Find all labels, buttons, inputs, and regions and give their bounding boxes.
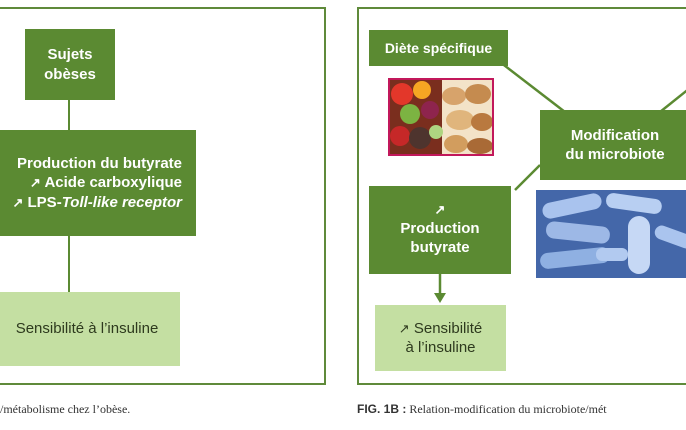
carboxylic-acid-text: Acide carboxylique (44, 174, 182, 192)
insulin-right-line1: ↗ Sensibilité (399, 319, 482, 339)
connector-obese-to-butyrate (68, 99, 70, 131)
lps-prefix-text: LPS- (27, 193, 62, 211)
specific-diet-text: Diète spécifique (384, 39, 493, 56)
butyrate-right-line2: butyrate (410, 239, 470, 257)
bacteria-image (536, 190, 686, 278)
increase-arrow-icon: ↗ (398, 320, 410, 336)
connector-microbiote-to-butyrate (514, 164, 541, 191)
butyrate-production-box-right: ↗ Production butyrate (369, 186, 511, 274)
microbiote-line1: Modification (570, 126, 660, 144)
obese-subjects-line2: obèses (44, 65, 96, 83)
food-photo-icon (390, 80, 492, 154)
connector-microbiote-offscreen (659, 89, 686, 113)
obese-subjects-line1: Sujets (47, 46, 93, 63)
insulin-sensitivity-text-left: Sensibilité à l’insuline (15, 320, 159, 338)
butyrate-line3: ↗ LPS-Toll-like receptor (12, 193, 182, 213)
figure-label: FIG. 1B : (357, 402, 407, 416)
microbiote-modification-box: Modification du microbiote (540, 110, 686, 180)
microbiote-line2: du microbiote (565, 146, 665, 163)
insulin-right-line2: à l’insuline (405, 339, 476, 356)
arrowhead-down-icon (434, 293, 446, 303)
insulin-sensitivity-box-left: Sensibilité à l’insuline (0, 292, 180, 366)
increase-arrow-icon: ↗ (12, 194, 24, 210)
toll-like-receptor-text: Toll-like receptor (61, 193, 182, 211)
butyrate-line1: Production du butyrate (17, 154, 182, 172)
connector-butyrate-to-insulin (68, 235, 70, 293)
insulin-sensitivity-box-right: ↗ Sensibilité à l’insuline (375, 305, 506, 371)
right-caption-text: Relation-modification du microbiote/mét (406, 402, 607, 416)
butyrate-line2: ↗ Acide carboxylique (30, 173, 182, 193)
bacteria-photo-icon (536, 190, 686, 278)
right-figure-caption: FIG. 1B : Relation-modification du micro… (357, 402, 607, 417)
left-caption-text: /métabolisme chez l’obèse. (0, 402, 131, 416)
increase-arrow-icon: ↗ (434, 202, 446, 218)
insulin-right-text1: Sensibilité (413, 319, 483, 337)
obese-subjects-box: Sujets obèses (25, 29, 115, 100)
food-image (388, 78, 494, 156)
butyrate-production-box: Production du butyrate ↗ Acide carboxyli… (0, 130, 196, 236)
butyrate-right-line1: Production (400, 219, 480, 237)
connector-diet-to-microbiote (499, 61, 566, 113)
left-figure-caption: /métabolisme chez l’obèse. (0, 402, 130, 417)
increase-arrow-icon: ↗ (29, 175, 41, 191)
specific-diet-box: Diète spécifique (369, 30, 508, 66)
